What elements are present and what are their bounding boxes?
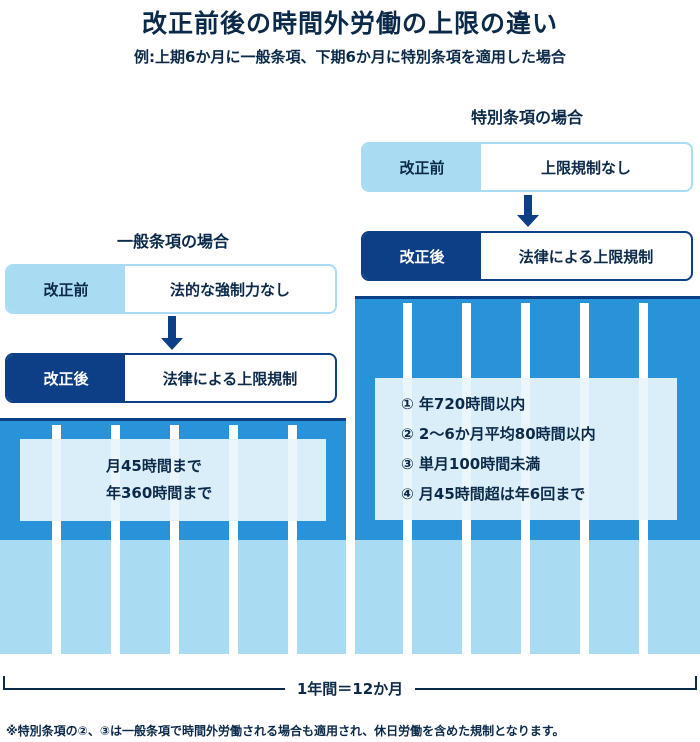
special-limits-box: ① 年720時間以内 ② 2〜6か月平均80時間以内 ③ 単月100時間未満 ④… (375, 378, 677, 520)
general-before-value: 法的な強制力なし (169, 280, 290, 299)
page-subtitle: 例:上期6か月に一般条項、下期6か月に特別条項を適用した場合 (134, 48, 566, 66)
general-before-tag: 改正前 (7, 266, 125, 312)
special-limit-1: ① 年720時間以内 (401, 395, 526, 413)
general-months-block: 月45時間まで 年360時間まで (0, 418, 346, 654)
general-limit-yearly: 年360時間まで (106, 484, 213, 502)
footnote: ※特別条項の②、③は一般条項で時間外労働される場合も適用され、休日労働を含めた規… (6, 724, 565, 738)
special-months-block: ① 年720時間以内 ② 2〜6か月平均80時間以内 ③ 単月100時間未満 ④… (355, 296, 700, 654)
special-before-tag: 改正前 (363, 144, 481, 190)
timeline-tick-left (3, 676, 5, 690)
timeline-label: 1年間＝12か月 (0, 678, 700, 699)
special-arrow-down-icon (517, 195, 539, 227)
general-arrow-down-icon (161, 316, 183, 350)
special-after-value: 法律による上限規制 (518, 247, 654, 266)
timeline-tick-right (695, 676, 697, 690)
special-case-heading: 特別条項の場合 (470, 108, 583, 127)
timeline-label-text: 1年間＝12か月 (284, 680, 416, 698)
general-case-heading: 一般条項の場合 (116, 232, 229, 251)
special-after-tag: 改正後 (363, 233, 481, 279)
special-after-pill: 改正後 法律による上限規制 (361, 231, 693, 281)
special-limit-2: ② 2〜6か月平均80時間以内 (401, 425, 596, 443)
special-before-value: 上限規制なし (540, 158, 631, 177)
general-before-pill: 改正前 法的な強制力なし (5, 264, 337, 314)
special-limit-3: ③ 単月100時間未満 (401, 455, 541, 473)
general-after-pill: 改正後 法律による上限規制 (5, 353, 337, 403)
special-limit-4: ④ 月45時間超は年6回まで (401, 485, 586, 503)
special-before-pill: 改正前 上限規制なし (361, 142, 693, 192)
general-after-tag: 改正後 (7, 355, 125, 401)
general-after-value: 法律による上限規制 (162, 369, 298, 388)
general-limits-box: 月45時間まで 年360時間まで (20, 439, 326, 521)
general-limit-monthly: 月45時間まで (106, 457, 202, 475)
page-title: 改正前後の時間外労働の上限の違い (141, 9, 558, 38)
